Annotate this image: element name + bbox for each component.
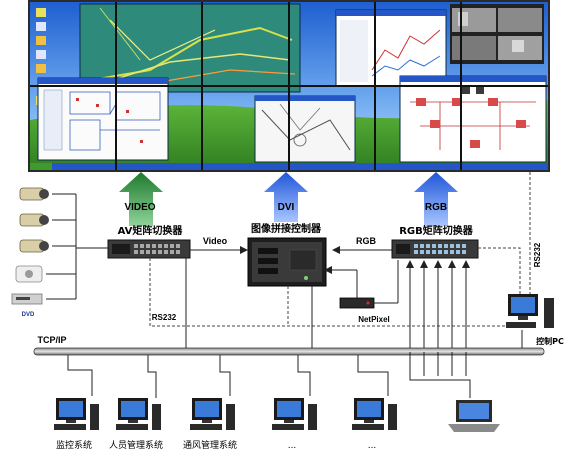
- splicing-controller-title: 图像拼接控制器: [251, 222, 322, 235]
- camera-icon: [19, 187, 49, 201]
- rs232-right-label: RS232: [533, 242, 542, 267]
- rgb-arrow-label: RGB: [425, 202, 447, 213]
- control-pc-label: 控制PC: [536, 336, 564, 346]
- tcpip-label: TCP/IP: [37, 335, 66, 345]
- camera-icon: [19, 239, 49, 253]
- camera-icon: [19, 213, 49, 227]
- client-pc: 人员管理系统: [109, 398, 163, 451]
- rgb-link-label: RGB: [356, 236, 377, 246]
- client-label: 通风管理系统: [183, 439, 237, 451]
- av-matrix-switcher: AV矩阵切换器: [107, 224, 191, 259]
- dvd-player-icon: DVD: [11, 293, 43, 318]
- speaker-icon: [15, 265, 43, 283]
- client-label: ...: [368, 441, 377, 451]
- rgb-matrix-switcher: RGB矩阵切换器: [391, 224, 479, 259]
- netpixel-device: NetPixel: [324, 260, 399, 324]
- rgb-link: RGB: [332, 236, 392, 254]
- pc-tower-icon: [90, 404, 99, 430]
- source-bracket: [46, 193, 108, 300]
- dvd-label: DVD: [22, 312, 35, 318]
- video-arrow: VIDEO: [119, 172, 163, 226]
- dvi-arrow: DVI: [264, 172, 308, 222]
- rs232-left-link: RS232: [149, 258, 520, 327]
- client-pc: ...: [352, 398, 397, 451]
- panel-seams: [30, 2, 548, 170]
- pc-tower-icon: [152, 404, 161, 430]
- client-pc: ...: [272, 398, 317, 451]
- dvi-arrow-label: DVI: [278, 202, 295, 213]
- client-drop-lines: [67, 352, 471, 398]
- image-splicing-controller: 图像拼接控制器: [247, 222, 327, 287]
- video-arrow-label: VIDEO: [124, 202, 155, 213]
- camera-icons: [19, 187, 49, 253]
- pc-tower-icon: [226, 404, 235, 430]
- client-label: 人员管理系统: [109, 439, 163, 451]
- rs232-right-link: RS232: [478, 172, 542, 296]
- client-computers: 监控系统 人员管理系统 通风管理系统......: [54, 398, 397, 451]
- video-link: Video: [190, 236, 248, 254]
- rs232-left-label: RS232: [152, 313, 177, 322]
- video-wall: [28, 0, 550, 172]
- schematic-window: [37, 77, 169, 161]
- control-pc: 控制PC: [506, 294, 564, 346]
- client-label: ...: [288, 441, 297, 451]
- rgb-input-lines: [409, 262, 467, 352]
- client-pc: 监控系统: [54, 398, 99, 451]
- pc-tower-icon: [308, 404, 317, 430]
- start-button-icon: [30, 163, 52, 170]
- chart-window: [335, 9, 447, 87]
- pc-tower-icon: [388, 404, 397, 430]
- client-pc: 通风管理系统: [183, 398, 237, 451]
- rgb-arrow: RGB: [414, 172, 458, 226]
- tcpip-bus: TCP/IP: [33, 258, 545, 356]
- rgb-input-arrowheads: [406, 260, 470, 268]
- av-matrix-title: AV矩阵切换器: [118, 224, 184, 237]
- rgb-matrix-title: RGB矩阵切换器: [399, 224, 474, 237]
- mine-drawing-window: [254, 95, 356, 163]
- client-label: 监控系统: [56, 439, 92, 451]
- netpixel-label: NetPixel: [358, 315, 390, 324]
- video-link-label: Video: [203, 236, 228, 246]
- monitoring-window: [399, 75, 547, 163]
- laptop-icon: [448, 400, 500, 432]
- camera-views: [450, 4, 544, 64]
